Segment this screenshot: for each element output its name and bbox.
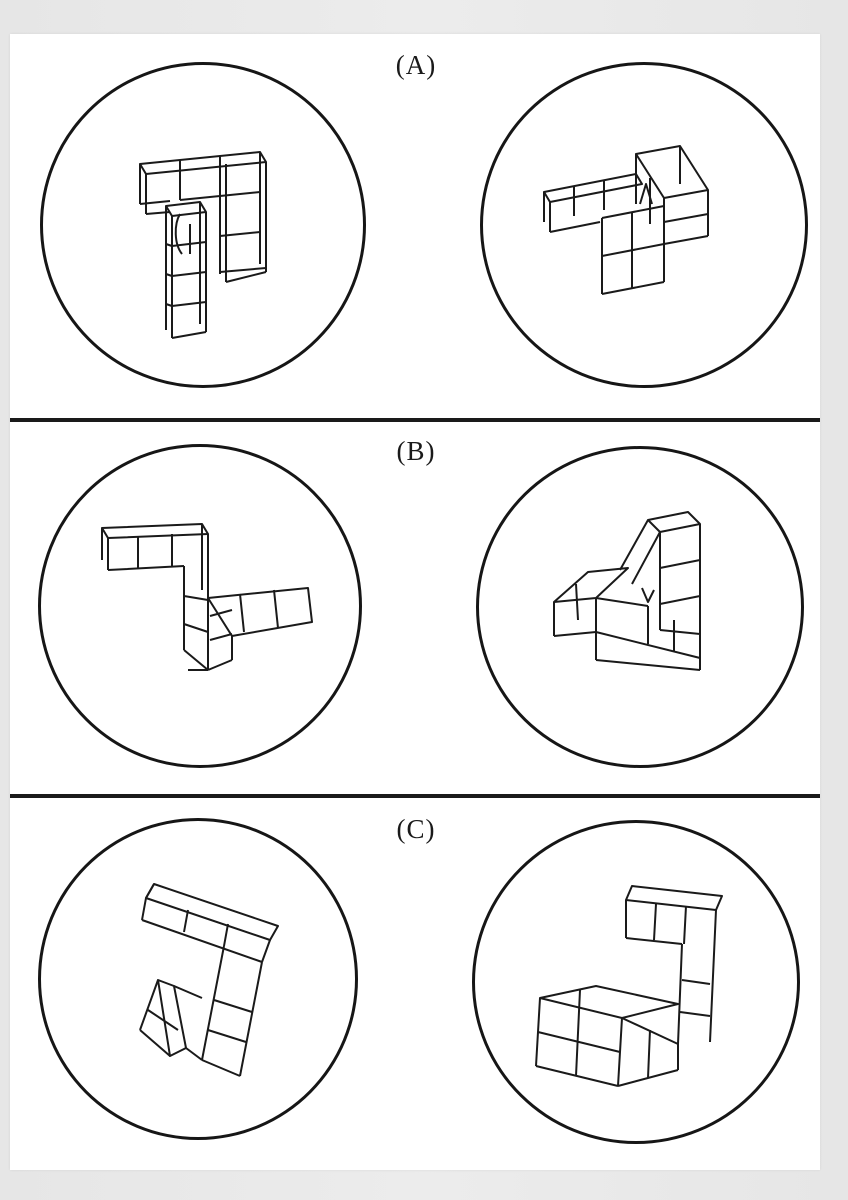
- divider-b-c: [10, 794, 820, 798]
- panel-b-right-block-figure: [553, 511, 701, 671]
- panel-a-right-block-figure: [543, 145, 709, 295]
- panel-label-c: (C): [396, 814, 436, 844]
- divider-a-b: [10, 418, 820, 422]
- panel-c-left-block-figure: [139, 883, 279, 1077]
- panel-c-left-circle: [38, 818, 358, 1140]
- panel-c-right-circle: [472, 820, 800, 1144]
- panel-b-right-circle: [476, 446, 804, 768]
- panel-a-right-circle: [480, 62, 808, 388]
- panel-c-right-block-figure: [535, 885, 723, 1087]
- panel-b-left-block-figure: [101, 523, 313, 671]
- panel-label-a: (A): [395, 50, 437, 80]
- panel-label-b: (B): [396, 436, 436, 466]
- panel-a-left-block-figure: [139, 151, 267, 339]
- figure-sheet: (A) (B): [10, 34, 820, 1170]
- panel-a-left-circle: [40, 62, 366, 388]
- panel-b-left-circle: [38, 444, 362, 768]
